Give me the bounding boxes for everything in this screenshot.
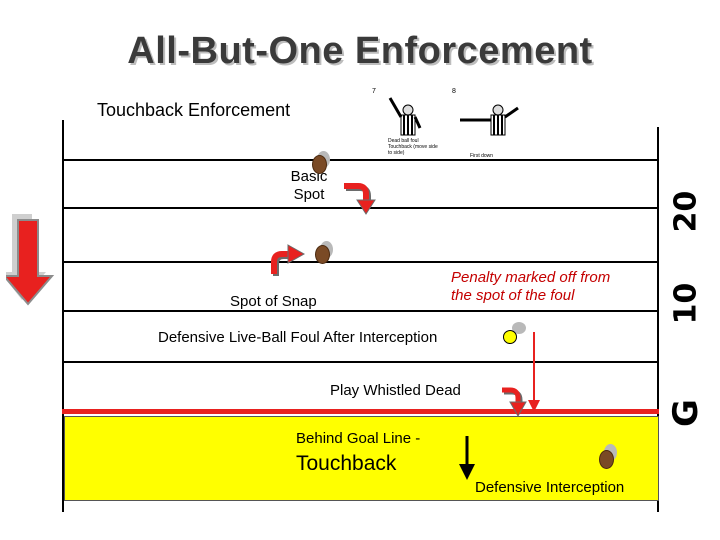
yard-line-15 bbox=[62, 207, 659, 209]
basic-spot-label: Basic Spot bbox=[290, 168, 328, 203]
basic-spot-arrow-icon bbox=[344, 183, 376, 215]
direction-arrow-icon bbox=[6, 214, 55, 306]
football-icon bbox=[599, 450, 614, 469]
whistled-dead-arrow-icon bbox=[502, 387, 527, 418]
yard-marker-goal: G bbox=[666, 399, 706, 427]
referee-signals: 7 8 Dead ball foul Touchback (move side … bbox=[368, 88, 528, 160]
signal-7-number: 7 bbox=[372, 88, 376, 95]
defensive-interception-label: Defensive Interception bbox=[475, 479, 625, 496]
penalty-vertical-arrow-icon bbox=[528, 332, 540, 412]
yard-line-20 bbox=[62, 159, 659, 161]
penalty-note: Penalty marked off from the spot of the … bbox=[451, 269, 611, 304]
spot-of-snap-label: Spot of Snap bbox=[230, 293, 317, 310]
yard-marker-10: 10 bbox=[668, 282, 704, 325]
slide-subtitle: Touchback Enforcement bbox=[97, 100, 291, 120]
referee-figure-icon bbox=[388, 97, 519, 136]
yard-marker-20: 20 bbox=[668, 190, 704, 233]
play-whistled-dead-label: Play Whistled Dead bbox=[330, 382, 461, 399]
left-sideline bbox=[62, 120, 64, 512]
defensive-foul-label: Defensive Live-Ball Foul After Intercept… bbox=[158, 329, 438, 346]
yellow-flag-icon bbox=[503, 330, 517, 344]
football-icon bbox=[312, 155, 327, 174]
yard-line-10 bbox=[62, 261, 659, 263]
slide-title: All-But-One Enforcement bbox=[127, 30, 593, 72]
signal-8-number: 8 bbox=[452, 88, 456, 95]
signal-8-caption: First down bbox=[470, 153, 494, 159]
goal-line bbox=[62, 409, 659, 414]
behind-goal-line-label: Behind Goal Line - bbox=[296, 430, 421, 447]
yard-line-5 bbox=[62, 310, 659, 312]
touchback-down-arrow-icon bbox=[459, 436, 475, 480]
signal-7-caption: Dead ball foul Touchback (move side to s… bbox=[388, 138, 438, 156]
spot-of-snap-arrow-icon bbox=[271, 244, 306, 276]
ball-shadow bbox=[512, 322, 526, 334]
touchback-label: Touchback bbox=[296, 452, 397, 475]
football-icon bbox=[315, 245, 330, 264]
right-sideline bbox=[657, 127, 659, 512]
end-zone bbox=[64, 416, 659, 501]
yard-line-3 bbox=[62, 361, 659, 363]
